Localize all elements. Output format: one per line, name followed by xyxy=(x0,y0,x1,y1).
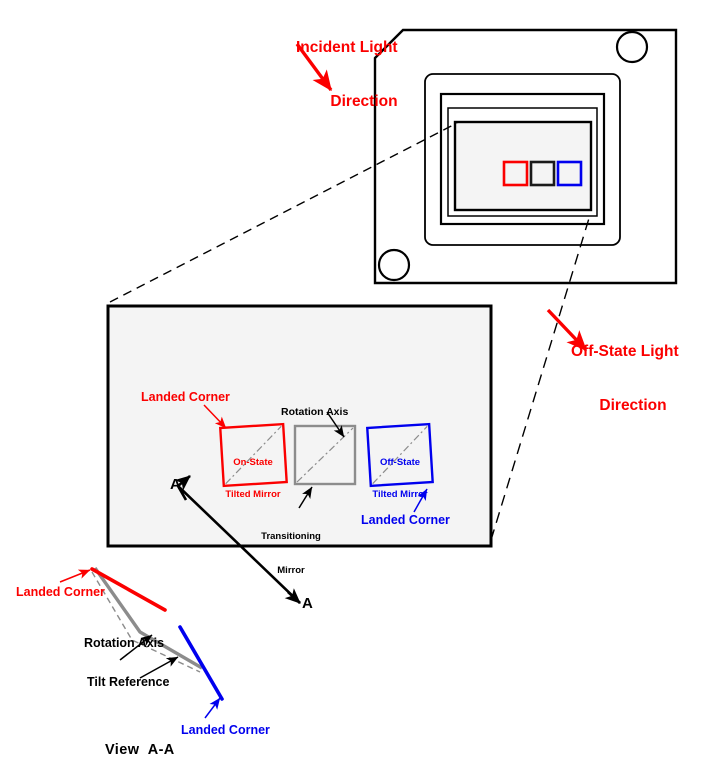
off-state-light-arrow xyxy=(546,308,588,352)
section-view-title: View A-A xyxy=(105,742,175,758)
section-marker-upper: A xyxy=(170,476,181,493)
chip-mounting-holes xyxy=(377,30,649,282)
detail-panel-callout-arrows xyxy=(203,404,428,513)
callout-transitioning-mirror-line1: Transitioning xyxy=(261,531,321,543)
incident-light-line1: Incident Light xyxy=(296,38,398,56)
section-callout-rotation-axis: Rotation Axis xyxy=(84,636,165,650)
detail-zoom-leader-lines xyxy=(109,122,591,541)
incident-light-label: Incident Light Direction xyxy=(296,2,466,148)
section-marker-lower: A xyxy=(302,595,313,612)
section-callout-landed-corner-red: Landed Corner xyxy=(16,585,105,599)
off-state-light-line2: Direction xyxy=(599,397,667,415)
off-state-light-label: Off-State Light Direction xyxy=(571,306,706,452)
chip-pixel-off-state xyxy=(556,160,583,187)
off-state-light-line1: Off-State Light xyxy=(571,342,679,360)
callout-landed-corner-off-state: Landed Corner xyxy=(361,513,450,527)
chip-pixel-transitioning xyxy=(529,160,556,187)
section-callout-tilt-reference: Tilt Reference xyxy=(87,675,170,689)
chip-aperture-frames xyxy=(424,73,621,246)
callout-rotation-axis: Rotation Axis xyxy=(281,406,349,418)
section-line-a-a xyxy=(174,475,301,604)
chip-pixel-on-state xyxy=(502,160,529,187)
incident-light-line2: Direction xyxy=(330,93,398,111)
mirror-label-on-state: On-State Tilted Mirror xyxy=(221,437,285,522)
chip-pixel-group xyxy=(502,160,583,187)
section-callout-landed-corner-blue: Landed Corner xyxy=(181,723,270,737)
mirror-on-state xyxy=(218,422,288,488)
section-view-callout-arrows xyxy=(59,569,221,719)
callout-landed-corner-on-state: Landed Corner xyxy=(141,390,230,404)
mirror-label-on-state-line2: Tilted Mirror xyxy=(225,489,281,501)
callout-transitioning-mirror: Transitioning Mirror xyxy=(252,509,330,599)
mirror-label-on-state-line1: On-State xyxy=(233,457,273,469)
callout-transitioning-mirror-line2: Mirror xyxy=(277,565,305,577)
mirror-label-off-state-line2: Tilted Mirror xyxy=(372,489,428,501)
mirror-label-off-state: Off-State Tilted Mirror xyxy=(368,437,432,522)
mirror-off-state xyxy=(365,422,434,488)
incident-light-arrow xyxy=(295,42,333,92)
section-view-geometry xyxy=(90,567,224,701)
mirror-label-off-state-line1: Off-State xyxy=(379,457,421,469)
